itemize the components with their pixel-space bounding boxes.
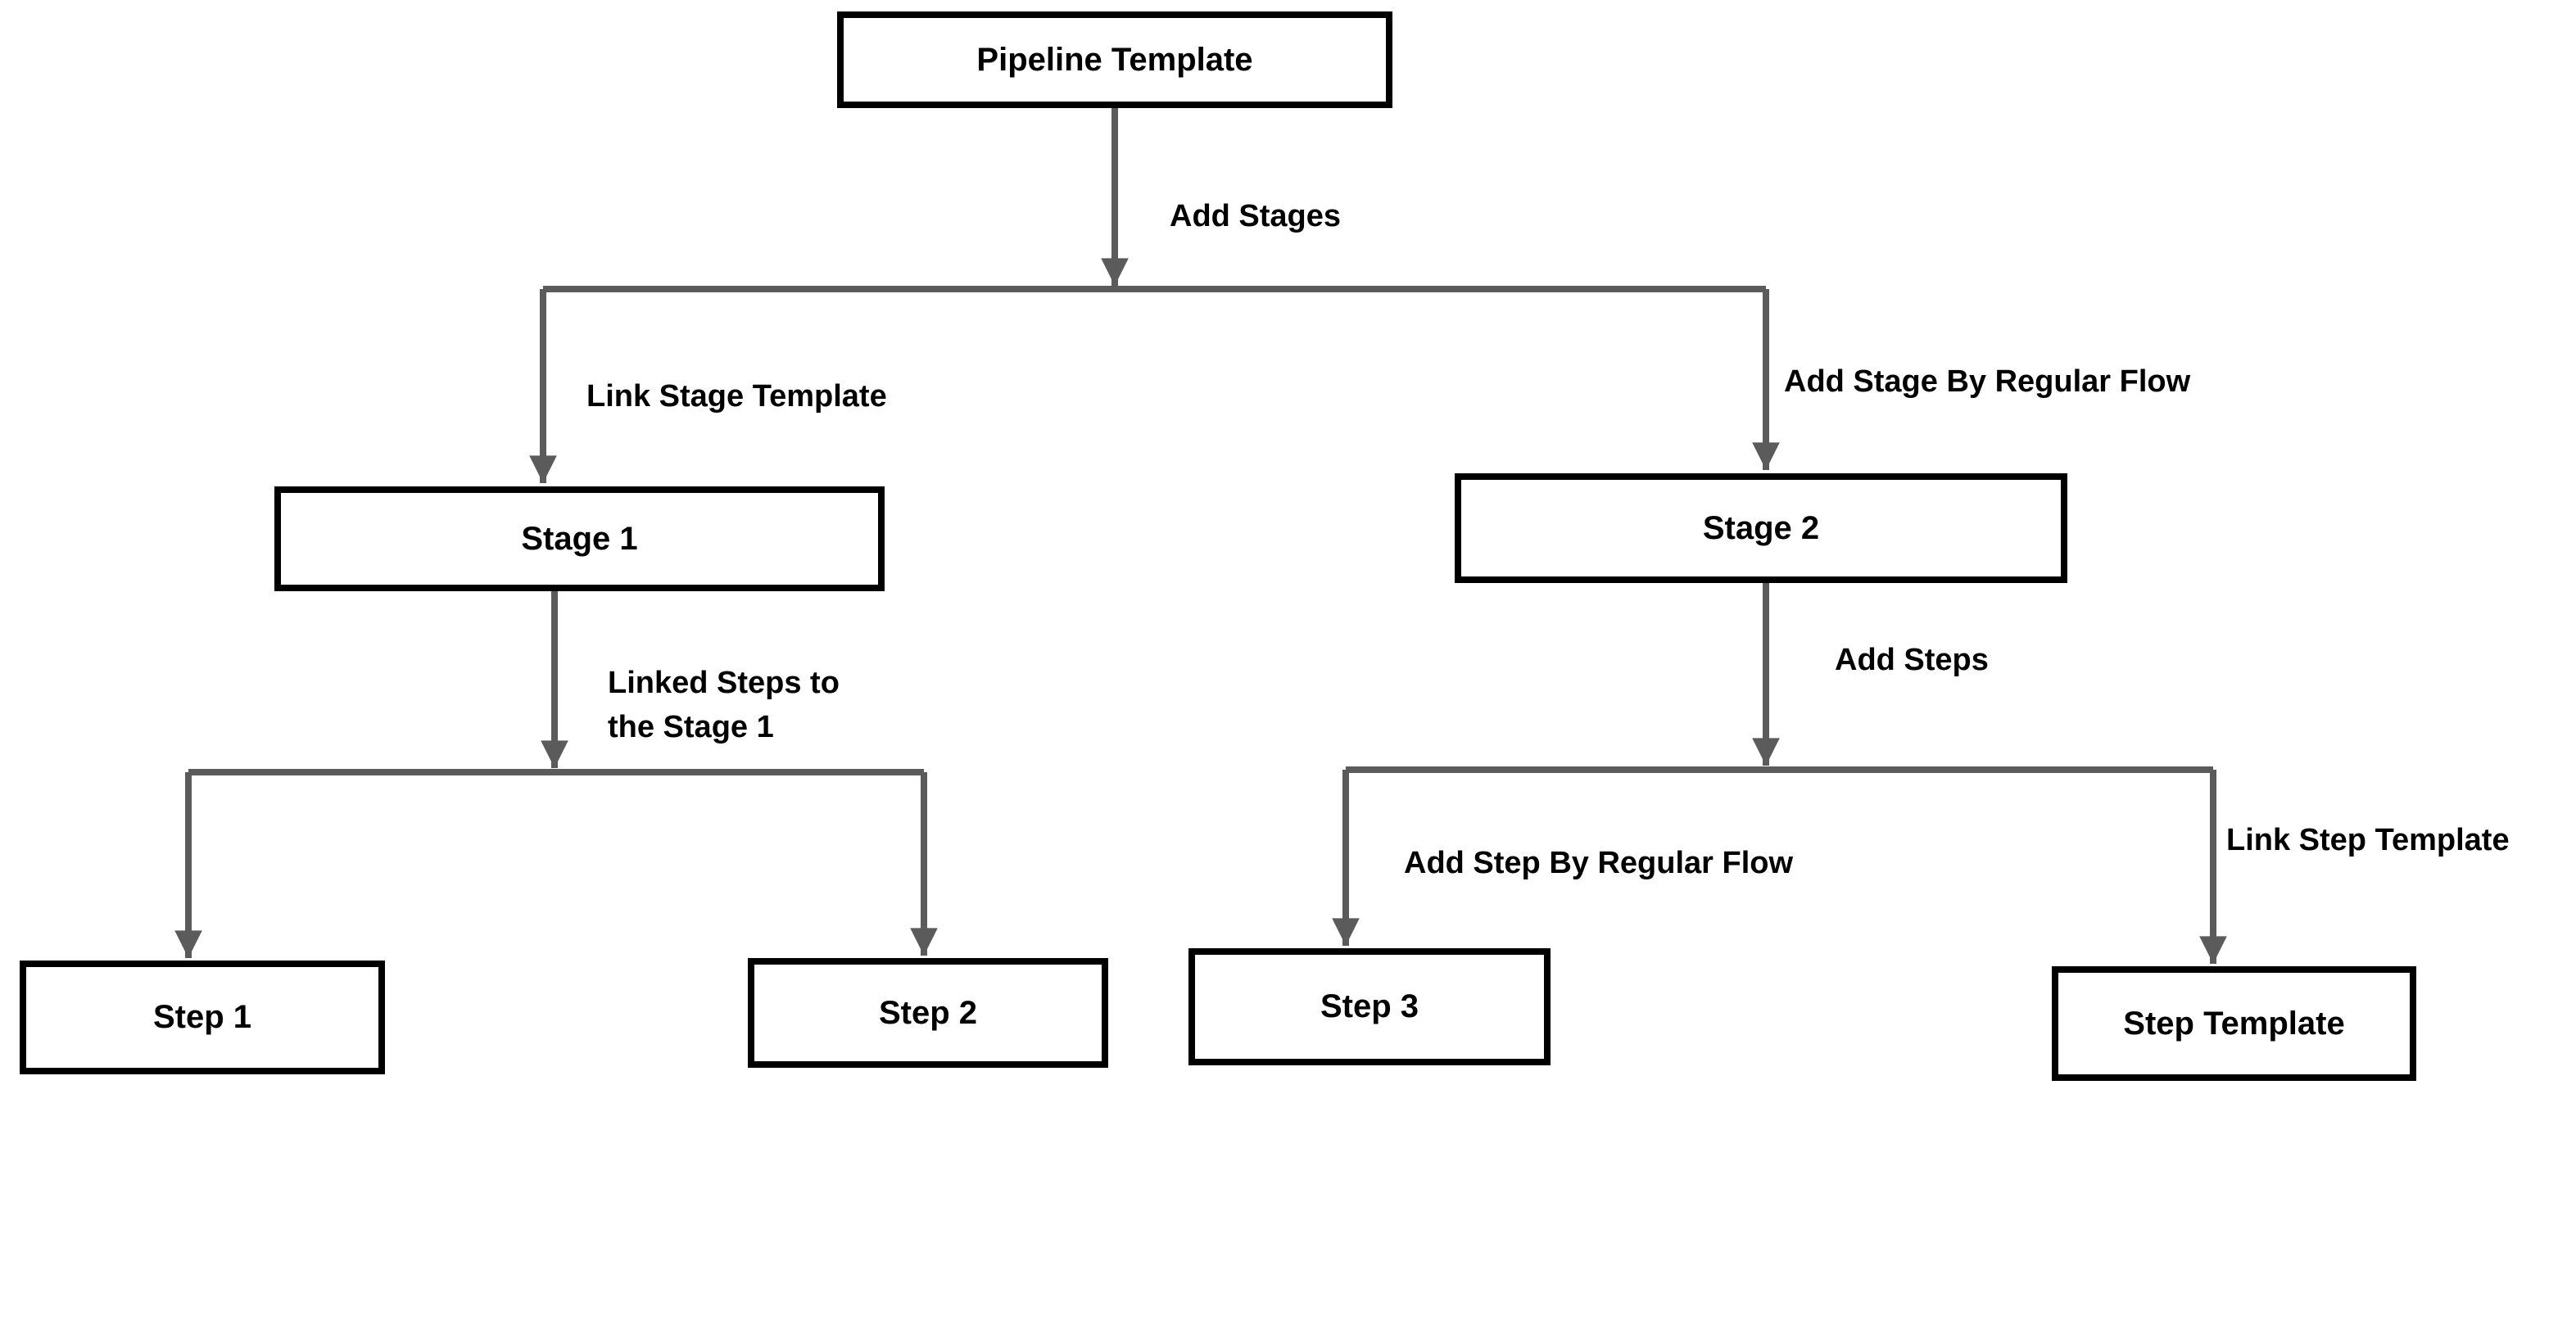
node-stage-2: Stage 2 xyxy=(1455,473,2067,583)
node-step-1: Step 1 xyxy=(20,961,385,1074)
node-step-template: Step Template xyxy=(2052,966,2416,1081)
edge-label-line-1: Linked Steps to xyxy=(608,666,840,700)
edge-label-line-2: the Stage 1 xyxy=(608,709,774,744)
edge-label-link-step-template: Link Step Template xyxy=(2226,823,2510,857)
edge-label-add-stages: Add Stages xyxy=(1170,199,1342,233)
edge-label-add-step-by-regular-flow: Add Step By Regular Flow xyxy=(1404,846,1794,880)
node-step-2: Step 2 xyxy=(748,958,1108,1068)
edge-label-add-steps: Add Steps xyxy=(1835,643,1989,677)
edge-label-add-stage-by-regular-flow: Add Stage By Regular Flow xyxy=(1784,364,2191,399)
edge-label-linked-steps-to-the-stage-1: Linked Steps to the Stage 1 xyxy=(608,662,840,750)
edge-label-link-stage-template: Link Stage Template xyxy=(586,379,887,414)
node-stage-1: Stage 1 xyxy=(274,486,885,591)
node-pipeline-template: Pipeline Template xyxy=(837,11,1392,108)
node-step-3: Step 3 xyxy=(1188,948,1551,1065)
